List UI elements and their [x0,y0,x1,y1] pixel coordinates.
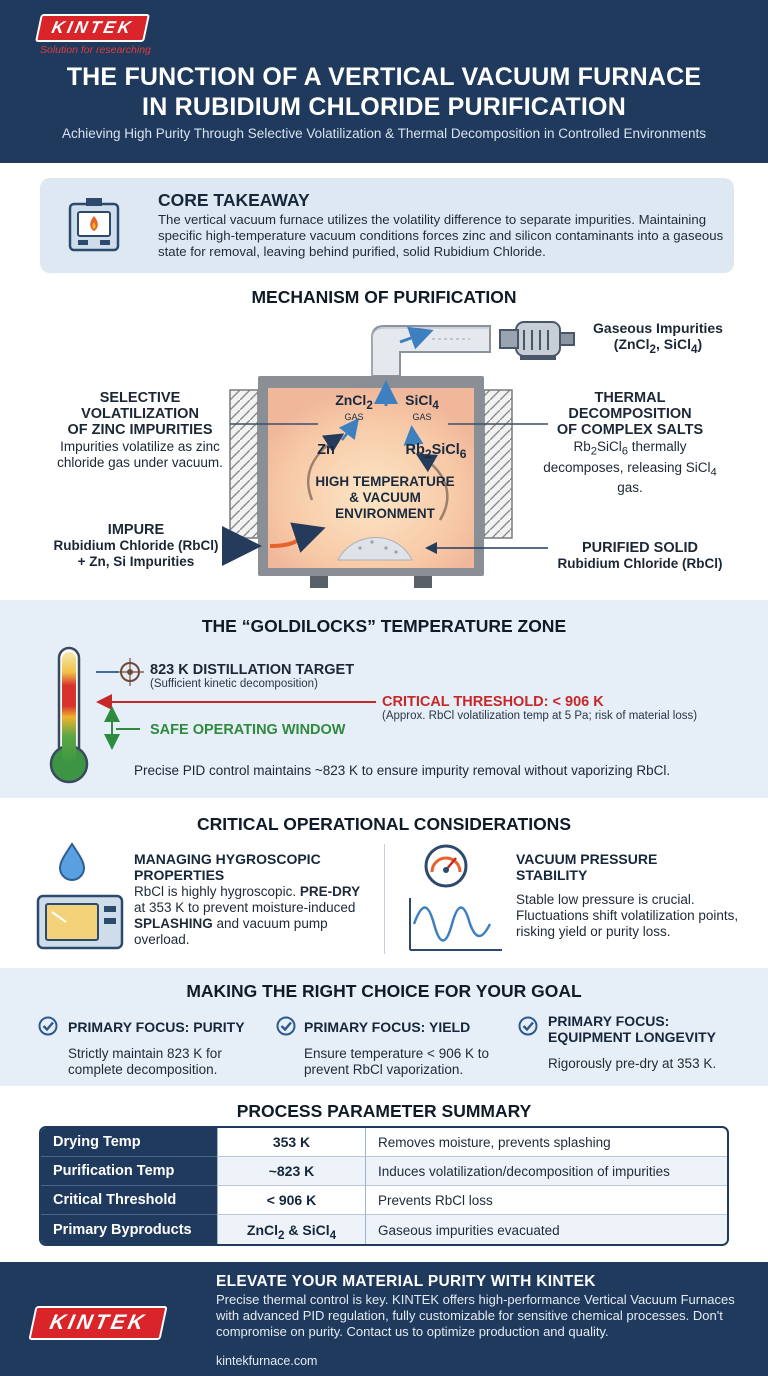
parameter-table: Drying Temp 353 K Removes moisture, prev… [39,1126,729,1246]
temperature-pointers [96,658,376,750]
impure-rbcl-label: IMPURE Rubidium Chloride (RbCl) + Zn, Si… [53,522,219,569]
logo-badge: KINTEK [35,14,151,42]
mechanism-title: MECHANISM OF PURIFICATION [251,287,517,307]
value-cell: ~823 K [217,1157,365,1186]
core-takeaway-panel: CORE TAKEAWAY The vertical vacuum furnac… [40,178,734,273]
check-icon [38,1016,58,1036]
considerations-title: CRITICAL OPERATIONAL CONSIDERATIONS [197,814,571,834]
vacuum-gauge-icon [409,844,502,951]
page-title: THE FUNCTION OF A VERTICAL VACUUM FURNAC… [0,62,768,122]
vacuum-pump-icon [499,321,575,360]
param-cell: Drying Temp [41,1128,217,1157]
zn-label: Zn [317,442,335,458]
purified-rbcl-label: PURIFIED SOLID Rubidium Chloride (RbCl) [557,540,723,571]
page-subtitle: Achieving High Purity Through Selective … [61,126,707,141]
kintek-logo[interactable]: KINTEK Solution for researching [35,14,151,56]
goldilocks-section [0,600,768,798]
vacuum-stability-text: Stable low pressure is crucial. Fluctuat… [516,892,739,939]
choice-yield-title: PRIMARY FOCUS: YIELD [304,1019,471,1035]
thermal-decomposition-label: THERMAL DECOMPOSITION OF COMPLEX SALTS R… [543,390,717,496]
check-icon [276,1016,296,1036]
distillation-target: 823 K DISTILLATION TARGET (Sufficient ki… [150,662,355,690]
footer: KINTEK ELEVATE YOUR MATERIAL PURITY WITH… [0,1262,768,1376]
desc-cell: Prevents RbCl loss [365,1186,727,1215]
choice-section [0,968,768,1086]
desc-cell: Induces volatilization/decomposition of … [365,1157,727,1186]
choice-longevity-title: PRIMARY FOCUS: EQUIPMENT LONGEVITY [548,1013,717,1045]
table-row: Critical Threshold < 906 K Prevents RbCl… [41,1186,727,1215]
gaseous-impurities-label: Gaseous Impurities (ZnCl2, SiCl4) [593,320,723,356]
sicl4-gas-label: SiCl4 GAS [405,392,439,422]
check-icon [518,1016,538,1036]
footer-title: ELEVATE YOUR MATERIAL PURITY WITH KINTEK [216,1273,596,1290]
choice-longevity-text: Rigorously pre-dry at 353 K. [548,1056,717,1071]
header: KINTEK Solution for researching THE FUNC… [0,0,768,163]
core-takeaway-text: The vertical vacuum furnace utilizes the… [158,212,724,259]
table-row: Primary Byproducts ZnCl2 & SiCl4 Gaseous… [41,1215,727,1244]
table-row: Drying Temp 353 K Removes moisture, prev… [41,1128,727,1157]
logo-tagline: Solution for researching [40,44,151,56]
value-cell: 353 K [217,1128,365,1157]
safe-operating-window: SAFE OPERATING WINDOW [150,722,346,738]
table-row: Purification Temp ~823 K Induces volatil… [41,1157,727,1186]
summary-title: PROCESS PARAMETER SUMMARY [236,1101,532,1121]
drying-oven-icon [36,842,124,950]
environment-label: HIGH TEMPERATURE & VACUUM ENVIRONMENT [315,474,455,521]
thermometer-icon [49,646,89,784]
critical-threshold: CRITICAL THRESHOLD: < 906 K (Approx. RbC… [382,694,698,722]
footer-url[interactable]: kintekfurnace.com [216,1354,318,1368]
page-title-line-2: IN RUBIDIUM CHLORIDE PURIFICATION [142,93,626,121]
vacuum-stability-title: VACUUM PRESSURE STABILITY [516,851,658,883]
page-title-line-1: THE FUNCTION OF A VERTICAL VACUUM FURNAC… [66,63,702,91]
param-cell: Critical Threshold [41,1186,217,1215]
desc-cell: Gaseous impurities evacuated [365,1215,727,1244]
choice-title: MAKING THE RIGHT CHOICE FOR YOUR GOAL [186,981,582,1001]
furnace-control-icon [68,198,120,252]
core-takeaway-title: CORE TAKEAWAY [158,190,310,210]
furnace-diagram [222,321,575,588]
param-cell: Purification Temp [41,1157,217,1186]
goldilocks-title: THE “GOLDILOCKS” TEMPERATURE ZONE [201,616,567,636]
hygroscopic-text: RbCl is highly hygroscopic. PRE-DRY at 3… [134,884,361,947]
hygroscopic-title: MANAGING HYGROSCOPIC PROPERTIES [134,851,321,883]
pid-control-note: Precise PID control maintains ~823 K to … [134,763,671,778]
value-cell: ZnCl2 & SiCl4 [217,1215,365,1244]
rb2sicl6-label: Rb2SiCl6 [405,442,467,461]
footer-text: Precise thermal control is key. KINTEK o… [216,1292,735,1339]
choice-purity-text: Strictly maintain 823 K for complete dec… [68,1046,222,1077]
zncl2-gas-label: ZnCl2 GAS [335,392,373,422]
selective-volatilization-label: SELECTIVE VOLATILIZATION OF ZINC IMPURIT… [57,390,223,470]
value-cell: < 906 K [217,1186,365,1215]
param-cell: Primary Byproducts [41,1215,217,1244]
choice-purity-title: PRIMARY FOCUS: PURITY [68,1019,245,1035]
choice-yield-text: Ensure temperature < 906 K to prevent Rb… [304,1046,489,1077]
divider [384,844,385,954]
desc-cell: Removes moisture, prevents splashing [365,1128,727,1157]
footer-kintek-logo[interactable]: KINTEK [28,1306,168,1340]
footer-logo-badge: KINTEK [28,1306,168,1340]
